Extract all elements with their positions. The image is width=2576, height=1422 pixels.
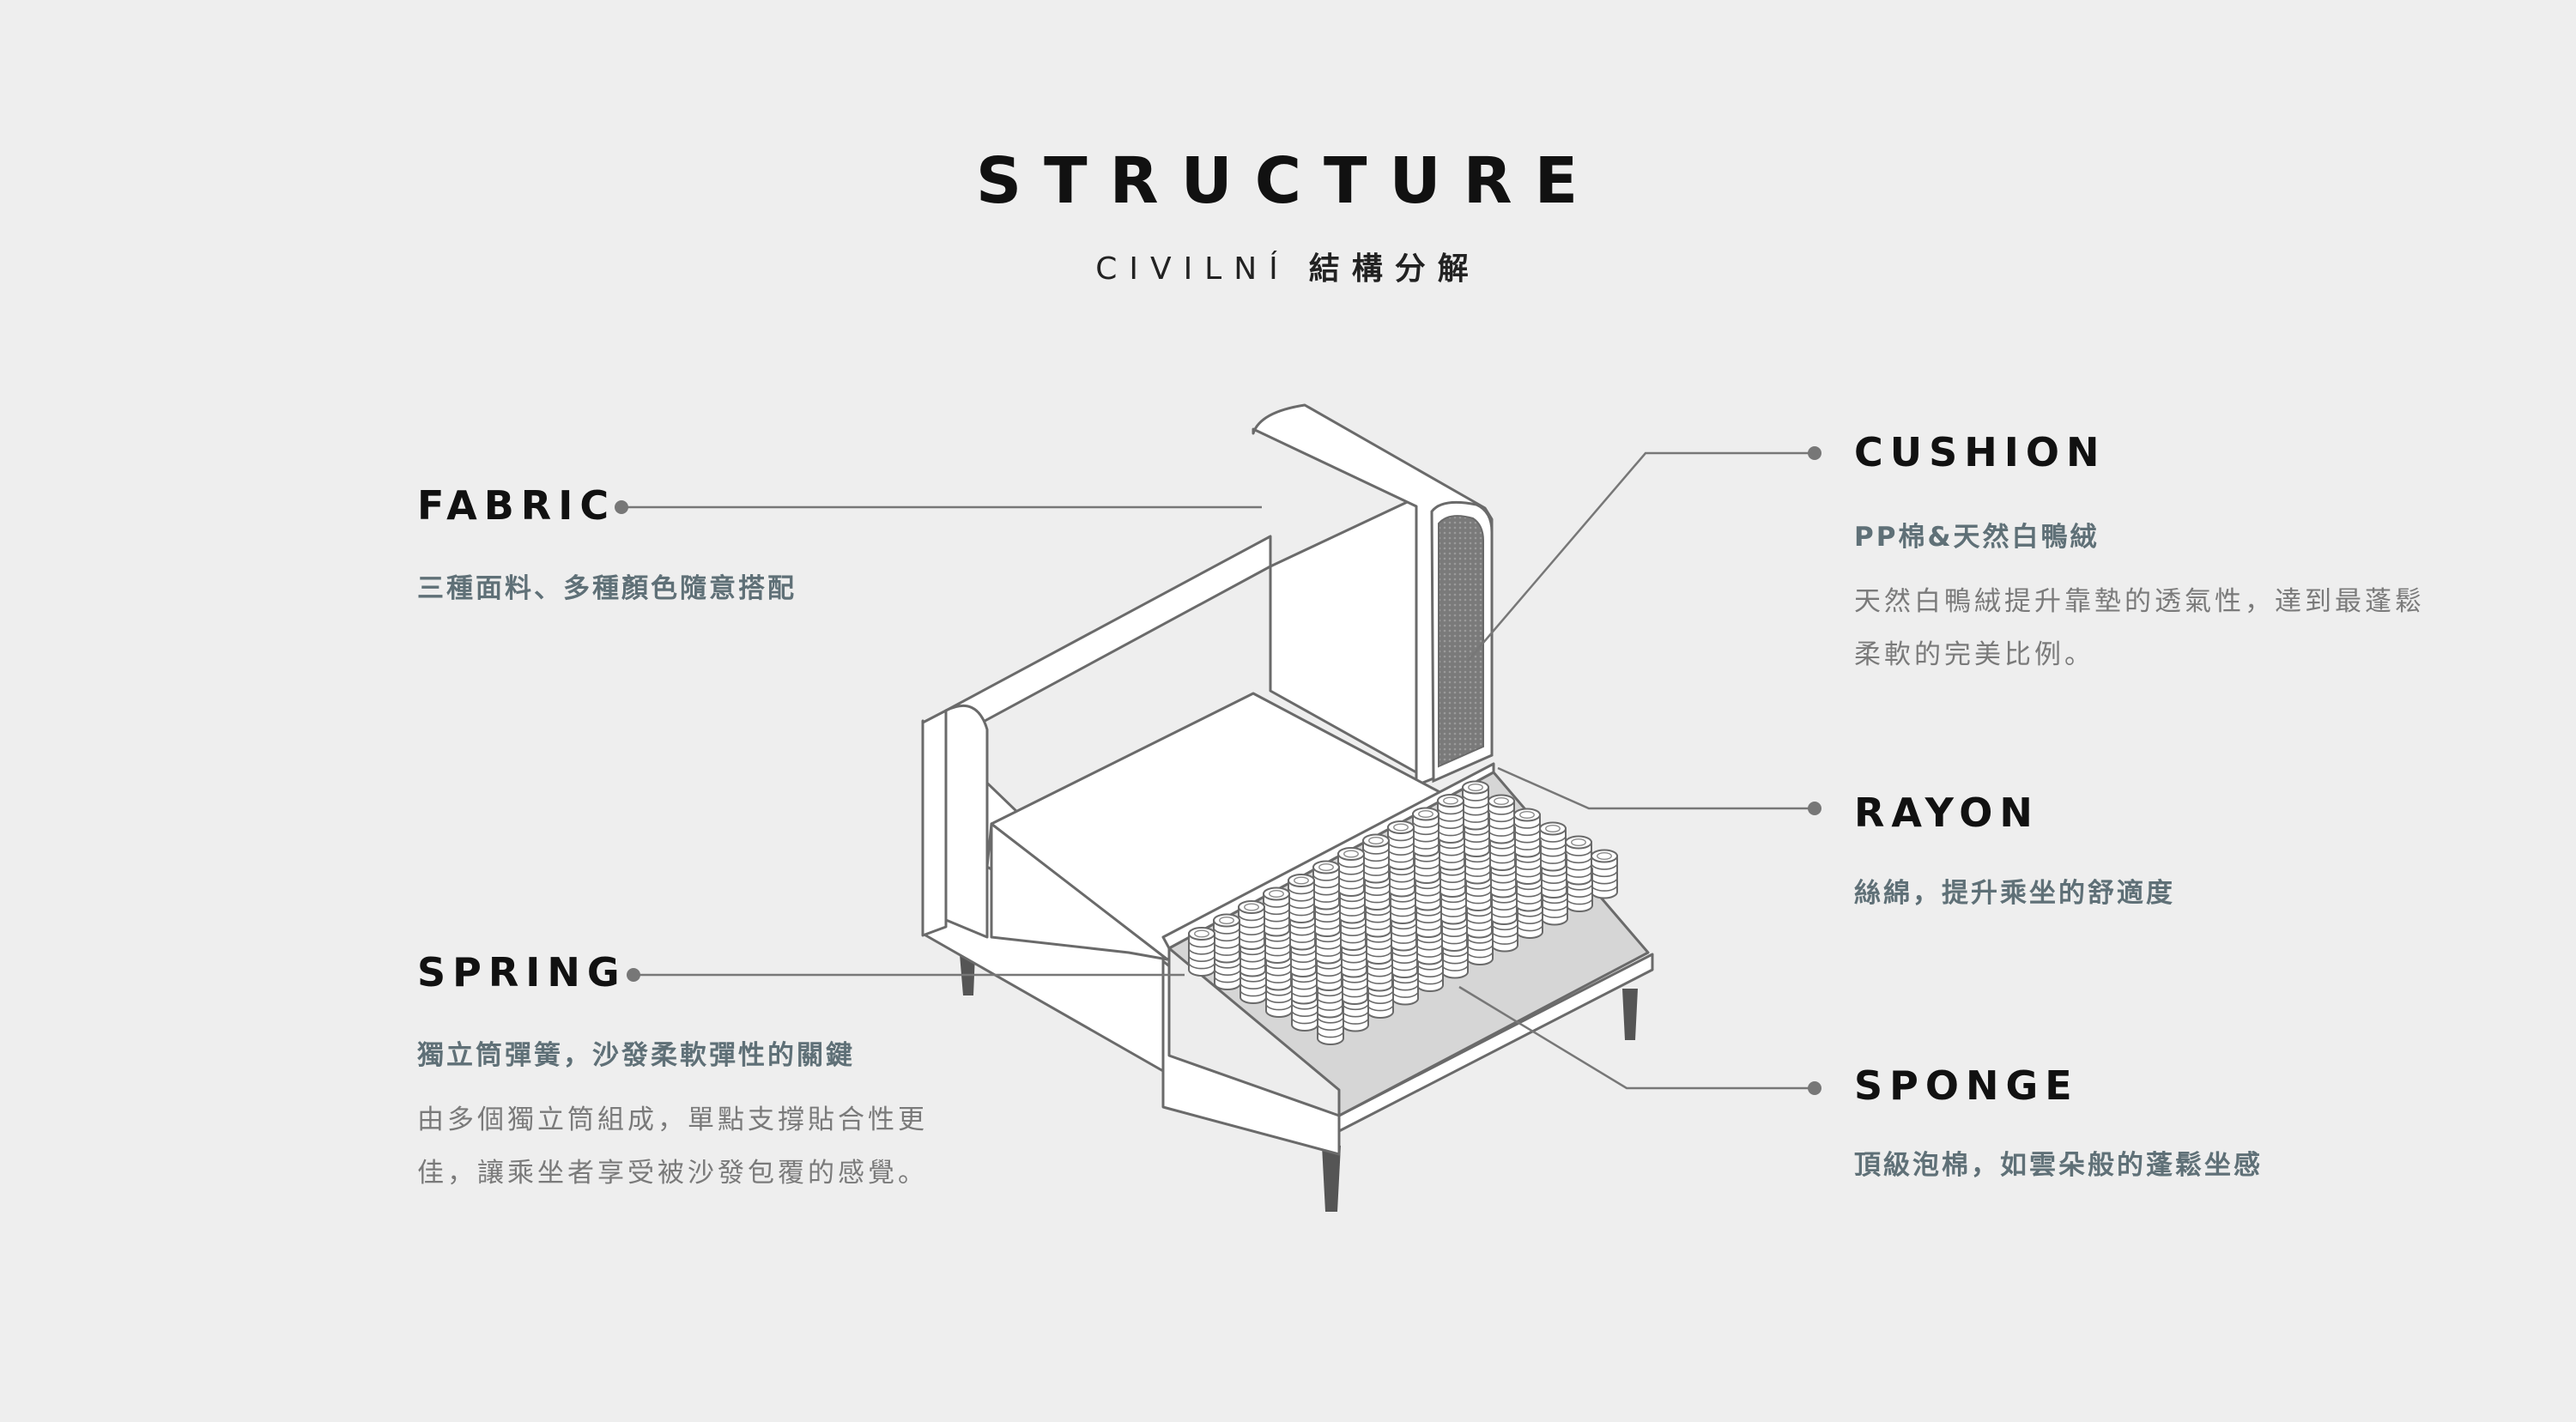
cushion-description-line: 柔軟的完美比例。 (1854, 639, 2094, 670)
leader-dots (615, 446, 1821, 1095)
rayon-label: RAYON (1854, 790, 2040, 836)
sponge-subtitle: 頂級泡棉，如雲朵般的蓬鬆坐感 (1854, 1150, 2263, 1181)
spring-coil (1462, 780, 1489, 831)
spring-coil (1591, 849, 1618, 899)
rayon-dot (1808, 802, 1821, 815)
spring-description-line: 佳，讓乘坐者享受被沙發包覆的感覺。 (417, 1158, 928, 1189)
sofa-legs (960, 954, 1638, 1212)
spring-coil (1412, 807, 1440, 857)
spring-coil (1387, 820, 1415, 870)
cushion-subtitle: PP棉&天然白鴨絨 (1854, 522, 2100, 553)
sofa-armrest-front (944, 704, 989, 939)
sponge-leader-line (1458, 985, 1815, 1090)
spring-description: 由多個獨立筒組成，單點支撐貼合性更 佳，讓乘坐者享受被沙發包覆的感覺。 (417, 1093, 928, 1200)
spring-coil (1288, 874, 1315, 923)
spring-coil (1337, 847, 1365, 897)
sofa-base-right (1337, 953, 1654, 1133)
cushion-section (1430, 500, 1494, 784)
spring-coil (1213, 913, 1240, 964)
spring-subtitle: 獨立筒彈簧，沙發柔軟彈性的關鍵 (417, 1040, 855, 1071)
sofa-leg (1322, 1146, 1341, 1212)
spring-grid (1188, 780, 1618, 1045)
leader-lines (621, 451, 1815, 1090)
subtitle-chinese: 結構分解 (1308, 251, 1481, 287)
cushion-leader-line (1467, 451, 1815, 662)
subtitle-brand: CIVILNÍ (1095, 251, 1290, 287)
spring-coil (1488, 794, 1515, 844)
spring-box (1167, 947, 1341, 1117)
fabric-label: FABRIC (417, 482, 616, 529)
fabric-dot (615, 500, 628, 514)
page-subtitle: CIVILNÍ 結構分解 (0, 244, 2576, 288)
spring-coil (1238, 900, 1265, 950)
fabric-subtitle: 三種面料、多種顏色隨意搭配 (417, 573, 797, 604)
sofa-leg (1622, 989, 1638, 1040)
spring-label: SPRING (417, 949, 627, 995)
cushion-description-line: 天然白鴨絨提升靠墊的透氣性，達到最蓬鬆 (1854, 586, 2425, 617)
cushion-dot (1808, 446, 1821, 460)
rayon-subtitle: 絲綿，提升乘坐的舒適度 (1854, 878, 2175, 909)
spring-dot (627, 968, 640, 982)
spring-coil (1513, 808, 1541, 858)
cushion-label: CUSHION (1854, 429, 2106, 475)
cushion-fill (1438, 515, 1484, 768)
spring-coil (1539, 821, 1567, 872)
sponge-dot (1808, 1081, 1821, 1095)
spring-coil (1188, 927, 1215, 977)
spring-description-line: 由多個獨立筒組成，單點支撐貼合性更 (417, 1104, 928, 1135)
spring-coil (1565, 835, 1592, 886)
page-title: STRUCTURE (975, 144, 1601, 218)
sofa-armrest-top (944, 535, 1272, 727)
sponge-label: SPONGE (1854, 1062, 2079, 1109)
cushion-description: 天然白鴨絨提升靠墊的透氣性，達到最蓬鬆 柔軟的完美比例。 (1854, 575, 2425, 681)
spring-coil (1312, 860, 1340, 911)
sofa-armrest (921, 709, 948, 937)
spring-coil (1263, 886, 1290, 937)
sofa-seat-front (990, 822, 1169, 961)
rayon-leader-line (1497, 766, 1815, 810)
spring-coil (1362, 833, 1390, 884)
spring-coil (1437, 794, 1464, 844)
